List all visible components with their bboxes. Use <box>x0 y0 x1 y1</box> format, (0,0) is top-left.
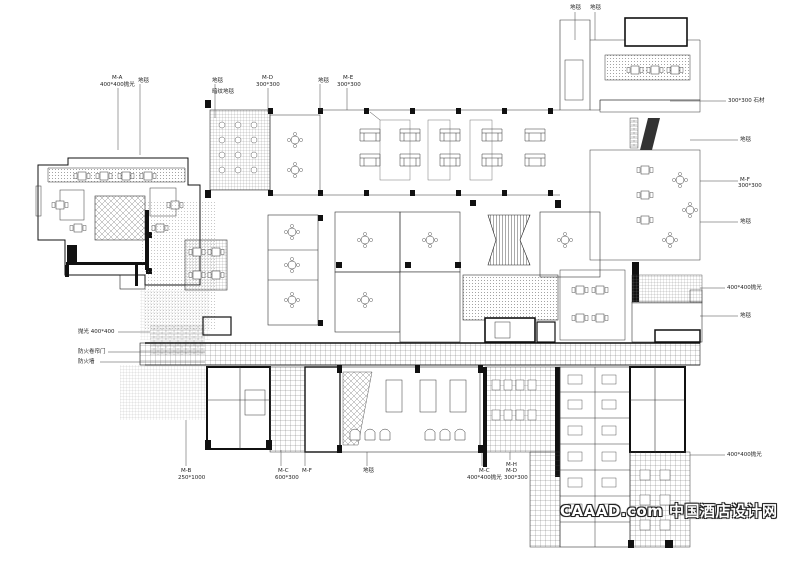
main-corridor <box>120 325 701 420</box>
south-east-rooms <box>529 289 703 548</box>
callout-md-size: 300*300 <box>256 82 280 88</box>
callout-r-400: 400*400抛光 <box>727 285 762 291</box>
callout-mb: M-B <box>181 468 192 474</box>
callout-mh: M-H <box>506 462 517 468</box>
callout-mc2-size: 400*400抛光 <box>467 475 502 481</box>
site-watermark: CAAAD.com 中国酒店设计网 <box>560 502 778 520</box>
south-block <box>206 365 561 477</box>
callout-l-fire1: 防火卷帘门 <box>78 349 106 355</box>
callout-me-size: 300*300 <box>337 82 361 88</box>
callout-carpet-dark: 暗纹地毯 <box>212 89 235 95</box>
callout-r-400b: 400*400抛光 <box>727 452 762 458</box>
callout-md: M-D <box>262 75 273 81</box>
callout-mc-size: 600*300 <box>275 475 299 481</box>
callout-r-mf: M-F <box>740 177 750 183</box>
callout-r-mf-size: 300*300 <box>738 183 762 189</box>
outer-walls <box>145 100 561 450</box>
callout-carpet-bottom: 地毯 <box>363 468 375 474</box>
upper-function-rooms <box>209 108 560 196</box>
callout-carpet-nw: 地毯 <box>570 5 582 11</box>
callout-md2-size: 300*300 <box>504 475 528 481</box>
north-east-wing <box>559 17 703 343</box>
central-staircase <box>462 211 601 343</box>
callout-mc: M-C <box>278 468 289 474</box>
callout-r-carpet2: 地毯 <box>740 219 752 225</box>
callout-r-carpet3: 地毯 <box>740 313 752 319</box>
callout-l-fire2: 防火墙 <box>78 359 95 365</box>
callout-r-carpet1: 地毯 <box>740 137 752 143</box>
callout-r-300: 300*300 石材 <box>728 98 765 104</box>
callout-mc2: M-C <box>479 468 490 474</box>
callout-tile-top2: 地毯 <box>212 78 224 84</box>
west-lounge <box>140 200 232 340</box>
callout-md2: M-D <box>506 468 517 474</box>
callout-l-400: 抛光 400*400 <box>78 329 115 335</box>
callout-ma: M-A <box>112 75 123 81</box>
callout-me: M-E <box>343 75 354 81</box>
callout-carpet-ne: 地毯 <box>590 5 602 11</box>
callout-mf: M-F <box>302 468 312 474</box>
middle-private-dining <box>267 211 461 343</box>
leader-lines <box>100 12 738 466</box>
callout-tile-top3: 地毯 <box>318 78 330 84</box>
callout-tile-top1: 地毯 <box>138 78 150 84</box>
callout-ma-size: 400*400抛光 <box>100 82 135 88</box>
callout-mb-size: 250*1000 <box>178 475 206 481</box>
